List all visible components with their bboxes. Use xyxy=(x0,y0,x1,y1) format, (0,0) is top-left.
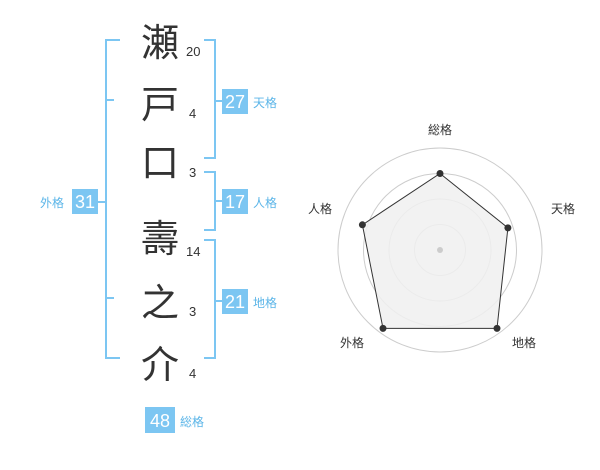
radar-point-2 xyxy=(504,224,512,232)
radar-label-gaikaku: 外格 xyxy=(340,335,364,350)
chikaku-group: 21 地格 xyxy=(222,289,277,314)
chikaku-box xyxy=(222,289,248,314)
tenkaku-label: 天格 xyxy=(253,95,277,110)
radar-center-dot xyxy=(437,247,443,253)
chikaku-bracket xyxy=(204,239,216,359)
tenkaku-group: 27 天格 xyxy=(222,89,277,114)
soukaku-group: 48 総格 xyxy=(145,407,204,433)
stroke-count-6: 4 xyxy=(189,366,196,381)
name-char-6: 介 xyxy=(141,343,179,387)
tenkaku-box xyxy=(222,89,248,114)
radar-point-5 xyxy=(358,221,366,229)
radar-labels: 総格 天格 地格 外格 人格 xyxy=(308,122,575,350)
radar-label-jinkaku: 人格 xyxy=(308,201,332,216)
chikaku-value: 21 xyxy=(225,292,245,312)
radar-point-1 xyxy=(436,170,444,177)
name-characters: 瀬 戸 口 壽 之 介 xyxy=(141,21,179,387)
radar-ring-4 xyxy=(337,147,543,353)
jinkaku-label: 人格 xyxy=(253,195,277,210)
stroke-count-4: 14 xyxy=(186,244,200,259)
jinkaku-value: 17 xyxy=(225,192,245,212)
stroke-count-1: 20 xyxy=(186,44,200,59)
tenkaku-value: 27 xyxy=(225,92,245,112)
radar-point-3 xyxy=(493,324,501,332)
jinkaku-box xyxy=(222,189,248,214)
gaikaku-bracket xyxy=(105,39,120,359)
soukaku-label: 総格 xyxy=(180,414,204,429)
chikaku-label: 地格 xyxy=(253,295,277,310)
soukaku-box xyxy=(145,407,175,433)
gaikaku-label: 外格 xyxy=(40,195,64,210)
stroke-counts: 20 4 3 14 3 4 xyxy=(186,44,200,381)
brackets xyxy=(96,39,222,359)
radar-point-4 xyxy=(379,324,387,332)
tenkaku-bracket xyxy=(204,39,216,159)
gaikaku-value: 31 xyxy=(75,192,95,212)
radar-points xyxy=(358,170,512,332)
name-char-3: 口 xyxy=(141,141,179,185)
name-char-1: 瀬 xyxy=(141,21,179,65)
gaikaku-group: 外格 31 xyxy=(40,189,98,214)
name-char-2: 戸 xyxy=(141,83,179,127)
radar-area xyxy=(361,172,509,329)
radar-label-soukaku: 総格 xyxy=(428,122,452,137)
radar-chart: 総格 天格 地格 外格 人格 xyxy=(308,122,575,353)
soukaku-value: 48 xyxy=(150,411,170,431)
stroke-count-3: 3 xyxy=(189,165,196,180)
name-char-4: 壽 xyxy=(141,217,179,261)
radar-label-tenkaku: 天格 xyxy=(551,201,575,216)
jinkaku-group: 17 人格 xyxy=(222,189,277,214)
name-char-5: 之 xyxy=(141,281,179,325)
stroke-count-2: 4 xyxy=(189,106,196,121)
gaikaku-box xyxy=(72,189,98,214)
stroke-count-5: 3 xyxy=(189,304,196,319)
radar-label-chikaku: 地格 xyxy=(512,335,536,350)
jinkaku-bracket xyxy=(204,171,216,231)
